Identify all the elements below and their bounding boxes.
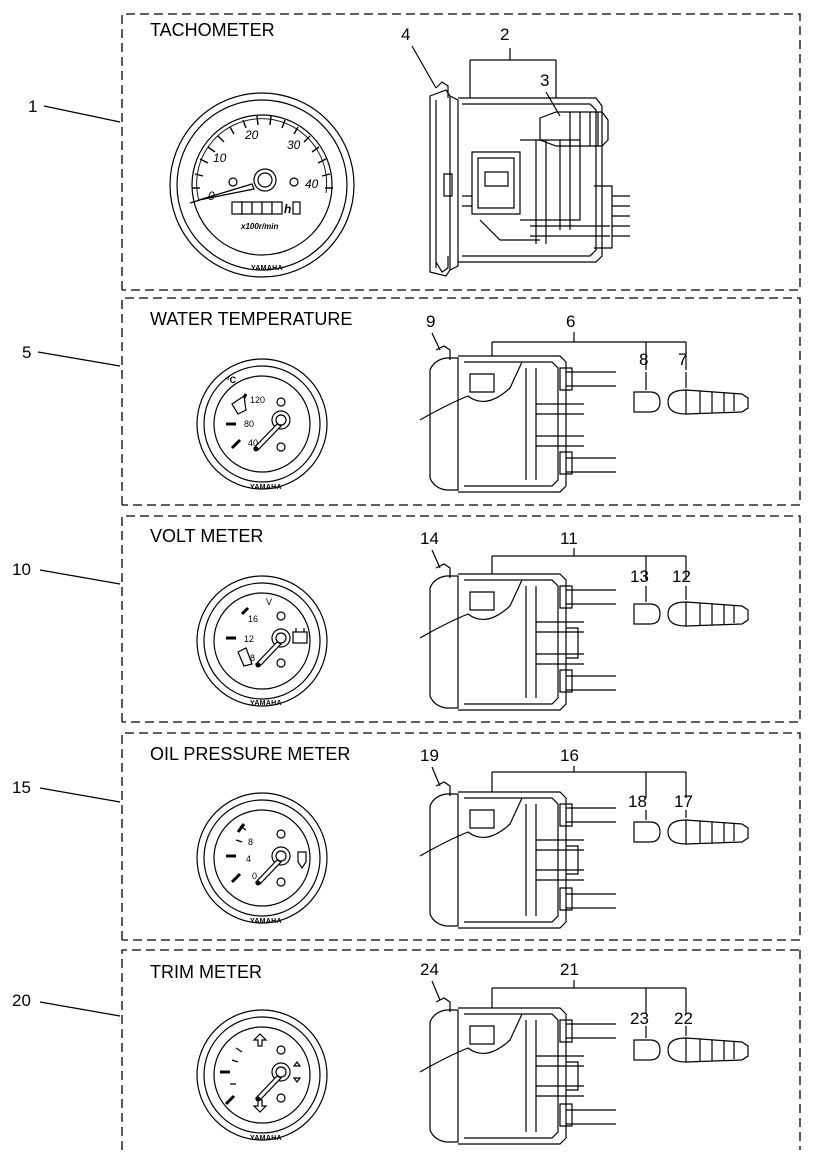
callout-11: 11 — [560, 529, 578, 548]
tacho-scale-30: 30 — [287, 138, 301, 152]
panel-water-temperature: WATER TEMPERATURE 5 °C 120 80 40 YAMAHA — [22, 309, 749, 493]
panel-title: OIL PRESSURE METER — [150, 744, 350, 764]
trim-down-icon — [252, 1099, 268, 1113]
tachometer-ticks — [189, 115, 333, 204]
brand-logo: YAMAHA — [251, 265, 283, 272]
panel-title: VOLT METER — [150, 526, 263, 546]
callout-7: 7 — [678, 350, 687, 369]
callout-14: 14 — [420, 529, 439, 548]
callout-20: 20 — [12, 991, 31, 1010]
callout-4: 4 — [401, 25, 410, 44]
trim-up-icon — [252, 1033, 268, 1047]
callout-13: 13 — [630, 567, 649, 586]
brand-logo: YAMAHA — [250, 700, 282, 707]
water-temp-side-view — [419, 345, 749, 493]
callout-3: 3 — [540, 71, 549, 90]
callout-17: 17 — [674, 792, 693, 811]
panel-title: TACHOMETER — [150, 20, 275, 40]
callout-6: 6 — [566, 312, 575, 331]
brand-logo: YAMAHA — [250, 918, 282, 925]
oil-pressure-dial: 8 4 0 YAMAHA — [196, 792, 328, 925]
bulb-socket — [667, 389, 749, 415]
panel-frames — [121, 13, 801, 1150]
callout-18: 18 — [628, 792, 647, 811]
trim-indicator-icon — [292, 1061, 302, 1083]
volt-meter-dial: V 16 12 8 YAMAHA — [196, 575, 328, 707]
panel-volt-meter: VOLT METER 10 V 16 12 8 YAMAHA — [12, 526, 749, 711]
water-temp-scale-80: 80 — [244, 419, 254, 429]
tachometer-side-view — [429, 81, 630, 277]
hour-meter: h — [231, 201, 301, 216]
oil-scale-8: 8 — [248, 837, 253, 847]
callout-10: 10 — [12, 560, 31, 579]
callout-8: 8 — [639, 350, 648, 369]
oil-can-icon — [297, 851, 307, 870]
callout-12: 12 — [672, 567, 691, 586]
bulb-socket — [667, 601, 749, 627]
water-temp-unit: °C — [226, 375, 237, 385]
trim-meter-dial: YAMAHA — [196, 1009, 328, 1142]
tacho-scale-20: 20 — [244, 128, 259, 142]
oil-pressure-side-view — [419, 781, 749, 929]
volt-unit: V — [266, 597, 272, 607]
oil-scale-0: 0 — [252, 871, 257, 881]
lamp-cap — [633, 1039, 661, 1061]
bulb-socket — [667, 819, 749, 845]
callout-23: 23 — [630, 1009, 649, 1028]
lamp-cap — [633, 603, 661, 625]
panel-oil-pressure-meter: OIL PRESSURE METER 15 8 4 0 YAMAHA — [12, 744, 749, 929]
callout-16: 16 — [560, 746, 579, 765]
callout-22: 22 — [674, 1009, 693, 1028]
volt-scale-16: 16 — [248, 614, 258, 624]
tacho-scale-40: 40 — [305, 177, 319, 191]
callout-1: 1 — [28, 97, 37, 116]
oil-scale-4: 4 — [246, 854, 251, 864]
panel-title: TRIM METER — [150, 962, 262, 982]
water-temp-dial: °C 120 80 40 YAMAHA — [196, 358, 328, 491]
volt-scale-8: 8 — [250, 653, 255, 663]
callout-9: 9 — [426, 312, 435, 331]
battery-icon — [292, 631, 308, 644]
water-temp-scale-40: 40 — [248, 438, 258, 448]
tacho-scale-10: 10 — [213, 151, 227, 165]
tacho-unit-label: x100r/min — [240, 222, 278, 231]
volt-scale-12: 12 — [244, 634, 254, 644]
panel-tachometer: TACHOMETER 1 — [28, 20, 630, 278]
tacho-needle — [198, 183, 255, 201]
lamp-cap — [633, 821, 661, 843]
callout-2: 2 — [500, 25, 509, 44]
callout-21: 21 — [560, 960, 579, 979]
volt-meter-side-view — [419, 563, 749, 711]
brand-logo: YAMAHA — [250, 1135, 282, 1142]
brand-logo: YAMAHA — [250, 484, 282, 491]
bulb-socket — [667, 1037, 749, 1063]
panel-trim-meter: TRIM METER 20 YAMAHA — [12, 960, 749, 1145]
panel-title: WATER TEMPERATURE — [150, 309, 352, 329]
lamp-cap — [633, 391, 661, 413]
callout-19: 19 — [420, 746, 439, 765]
callout-15: 15 — [12, 778, 31, 797]
callout-24: 24 — [420, 960, 439, 979]
callout-5: 5 — [22, 343, 31, 362]
trim-meter-side-view — [419, 997, 749, 1145]
water-temp-scale-120: 120 — [250, 395, 265, 405]
hour-meter-unit: h — [284, 202, 291, 216]
tachometer-dial: 0 10 20 30 40 h x100r/min YAMAHA — [169, 92, 355, 278]
